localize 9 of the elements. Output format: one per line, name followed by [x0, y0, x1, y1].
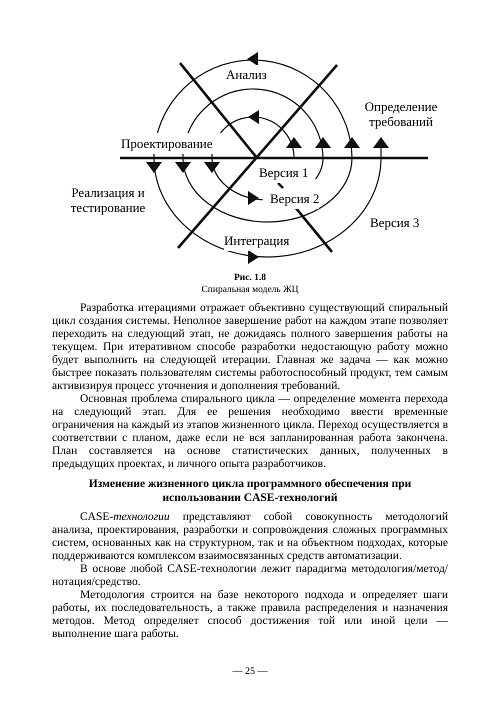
body-paragraph: Разработка итерациями отражает объективно существующий спиральный цикл создания системы. Неполное завершение работ на каждом этапе позволяет переходить на следующий этап, не дожидаясь полного завершения работы на текущем. При итеративном способе разработки недостающую работу можно будет выполнить на следующей итерации. Главная же задача — как можно быстрее показать пользователям системы работоспособный продукт, тем самым активизируя процесс уточнения и дополнения требований. — [52, 302, 448, 393]
body-paragraph: CASE-технологии представляют собой совокупность методологий анализа, проектирования, разработки и сопровождения сложных программных систем, основанных как на структурном, так и на объектном подходах, которые поддерживаются комплексом взаимосвязанных средств автоматизации. — [52, 511, 448, 563]
page-number: — 25 — — [232, 665, 268, 679]
body-paragraph: Основная проблема спирального цикла — определение момента перехода на следующий этап. Для ее решения необходимо ввести временные ограничения на каждый из этапов жизненного цикла. Переход осуществляется в соответствии с планом, даже если не вся запланированная работа закончена. План составляется на основе статистических данных, полученных в предыдущих проектах, и личного опыта разработчиков. — [52, 393, 448, 471]
figure-caption: Спиральная модель ЖЦ — [200, 284, 300, 296]
body-paragraph: В основе любой CASE-технологии лежит парадигма методология/метод/нотация/средство. — [52, 563, 448, 589]
body-paragraph: Методология строится на базе некоторого подхода и определяет шаги работы, их последовательность, а также правила распределения и назначения методов. Метод определяет способ достижения той или иной цели — выполнение шага работы. — [52, 589, 448, 641]
figure-number: Рис. 1.8 — [232, 272, 268, 284]
section-heading: Изменение жизненного цикла программного обеспечения при использовании CASE-технологий — [88, 477, 412, 505]
